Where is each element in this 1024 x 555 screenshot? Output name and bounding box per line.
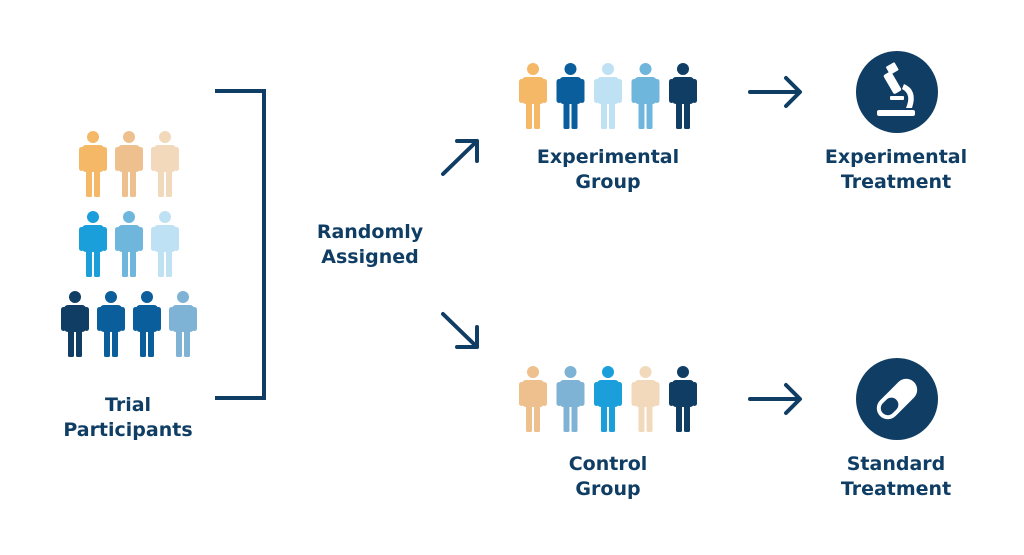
person-icon [151, 131, 179, 197]
trial-participants-label: Trial Participants [38, 393, 218, 443]
label-line: Assigned [321, 246, 419, 268]
label-line: Group [575, 478, 641, 500]
person-icon [151, 211, 179, 277]
person-icon [594, 366, 622, 432]
label-line: Treatment [840, 171, 952, 193]
person-icon [115, 131, 143, 197]
experimental-group-label: Experimental Group [508, 145, 708, 195]
person-icon [115, 211, 143, 277]
arrow-right-icon [748, 76, 802, 108]
people-groups [61, 63, 697, 432]
microscope-icon [856, 51, 938, 133]
experimental-treatment-label: Experimental Treatment [796, 145, 996, 195]
person-icon [669, 63, 697, 129]
person-icon [556, 63, 585, 129]
person-icon [594, 63, 622, 129]
person-icon [79, 211, 107, 277]
label-line: Experimental [824, 146, 968, 168]
person-icon [519, 63, 547, 129]
arrow-up-right-icon [441, 139, 479, 176]
person-icon [79, 131, 107, 197]
label-line: Group [575, 171, 641, 193]
control-group-label: Control Group [508, 452, 708, 502]
label-line: Randomly [316, 221, 424, 243]
person-icon [97, 291, 125, 357]
person-icon [556, 366, 585, 432]
label-line: Control [568, 453, 648, 475]
person-icon [519, 366, 547, 432]
person-icon [169, 291, 197, 357]
randomly-assigned-label: Randomly Assigned [290, 220, 450, 270]
person-icon [669, 366, 697, 432]
person-icon [631, 366, 660, 432]
arrow-right-icon [748, 383, 802, 415]
standard-treatment-label: Standard Treatment [796, 452, 996, 502]
bracket [215, 89, 266, 400]
person-icon [133, 291, 161, 357]
label-line: Standard [846, 453, 946, 475]
label-line: Participants [63, 419, 193, 441]
arrow-down-right-icon [441, 312, 479, 349]
person-icon [61, 291, 89, 357]
label-line: Trial [104, 394, 152, 416]
label-line: Treatment [840, 478, 952, 500]
person-icon [631, 63, 660, 129]
label-line: Experimental [536, 146, 680, 168]
pill-icon [856, 358, 938, 440]
